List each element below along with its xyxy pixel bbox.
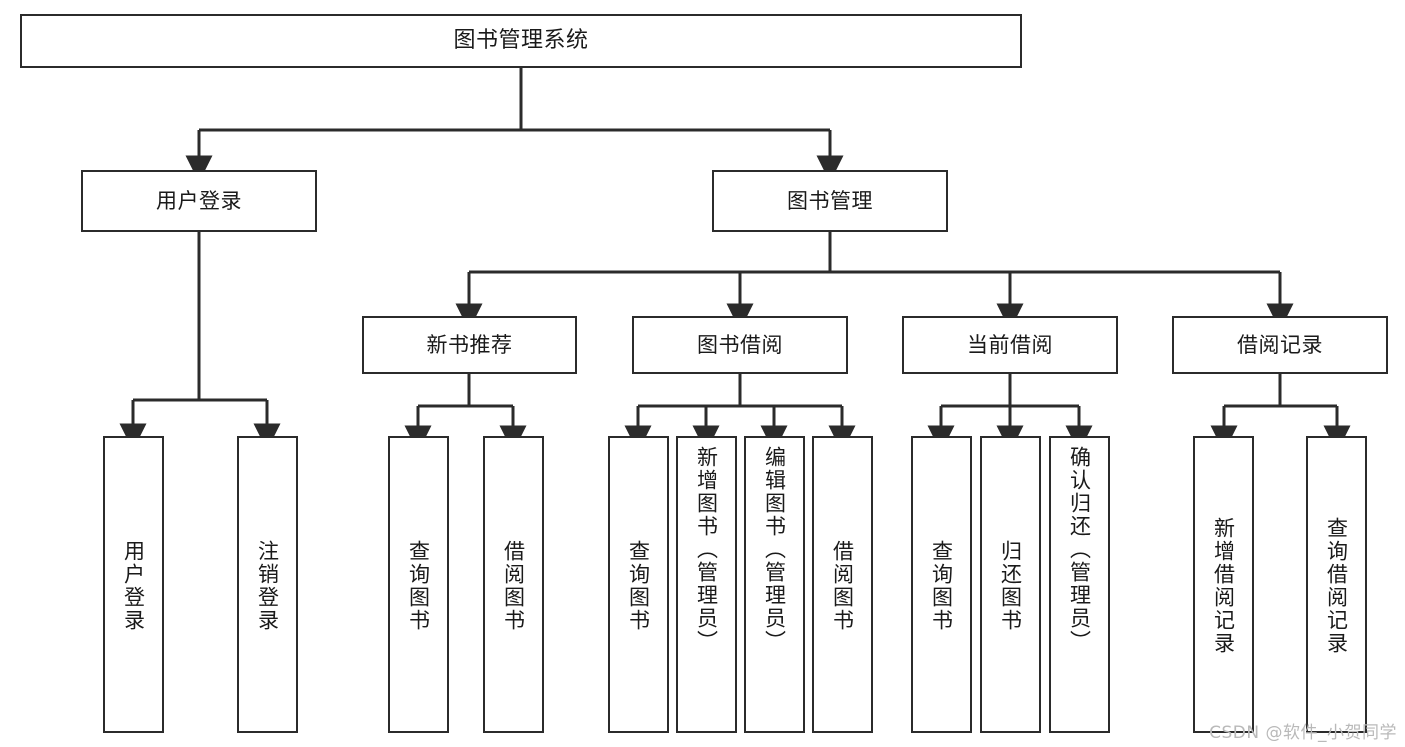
node-new-book-recommend-label: 新书推荐 [426, 332, 513, 357]
node-leaf-query-book-1-label: 查询图书 [406, 539, 431, 632]
node-leaf-logout-login[interactable]: 注销登录 [237, 436, 298, 733]
node-leaf-query-record[interactable]: 查询借阅记录 [1306, 436, 1367, 733]
node-leaf-logout-login-label: 注销登录 [255, 539, 280, 632]
node-leaf-borrow-book-1[interactable]: 借阅图书 [483, 436, 544, 733]
node-leaf-return-book-label: 归还图书 [998, 539, 1023, 632]
node-leaf-query-book-2[interactable]: 查询图书 [608, 436, 669, 733]
node-leaf-edit-book[interactable]: 编辑图书（管理员） [744, 436, 805, 733]
node-leaf-borrow-book-2-label: 借阅图书 [830, 539, 855, 632]
node-new-book-recommend[interactable]: 新书推荐 [362, 316, 577, 374]
node-borrow-record-label: 借阅记录 [1237, 332, 1323, 357]
node-leaf-add-book[interactable]: 新增图书（管理员） [676, 436, 737, 733]
node-leaf-borrow-book-1-label: 借阅图书 [501, 539, 526, 632]
node-book-borrow-label: 图书借阅 [697, 332, 783, 357]
node-leaf-query-book-3[interactable]: 查询图书 [911, 436, 972, 733]
node-leaf-user-login[interactable]: 用户登录 [103, 436, 164, 733]
node-book-borrow[interactable]: 图书借阅 [632, 316, 848, 374]
node-leaf-borrow-book-2[interactable]: 借阅图书 [812, 436, 873, 733]
node-leaf-edit-book-label: 编辑图书（管理员） [762, 446, 787, 653]
node-user-login-label: 用户登录 [156, 188, 242, 213]
node-leaf-add-record[interactable]: 新增借阅记录 [1193, 436, 1254, 733]
node-leaf-add-record-label: 新增借阅记录 [1211, 516, 1236, 655]
node-current-borrow[interactable]: 当前借阅 [902, 316, 1118, 374]
watermark-text: CSDN @软件_小贺同学 [1209, 723, 1397, 743]
node-book-manage-label: 图书管理 [787, 188, 873, 213]
node-root[interactable]: 图书管理系统 [20, 14, 1022, 68]
node-leaf-add-book-label: 新增图书（管理员） [694, 446, 719, 653]
node-leaf-user-login-label: 用户登录 [121, 539, 146, 632]
node-leaf-confirm-return-label: 确认归还（管理员） [1067, 446, 1092, 653]
node-leaf-query-record-label: 查询借阅记录 [1324, 516, 1349, 655]
node-leaf-query-book-1[interactable]: 查询图书 [388, 436, 449, 733]
node-current-borrow-label: 当前借阅 [967, 332, 1053, 357]
node-user-login[interactable]: 用户登录 [81, 170, 317, 232]
node-leaf-return-book[interactable]: 归还图书 [980, 436, 1041, 733]
node-borrow-record[interactable]: 借阅记录 [1172, 316, 1388, 374]
node-leaf-confirm-return[interactable]: 确认归还（管理员） [1049, 436, 1110, 733]
node-book-manage[interactable]: 图书管理 [712, 170, 948, 232]
node-leaf-query-book-2-label: 查询图书 [626, 539, 651, 632]
node-leaf-query-book-3-label: 查询图书 [929, 539, 954, 632]
node-root-label: 图书管理系统 [453, 28, 589, 54]
